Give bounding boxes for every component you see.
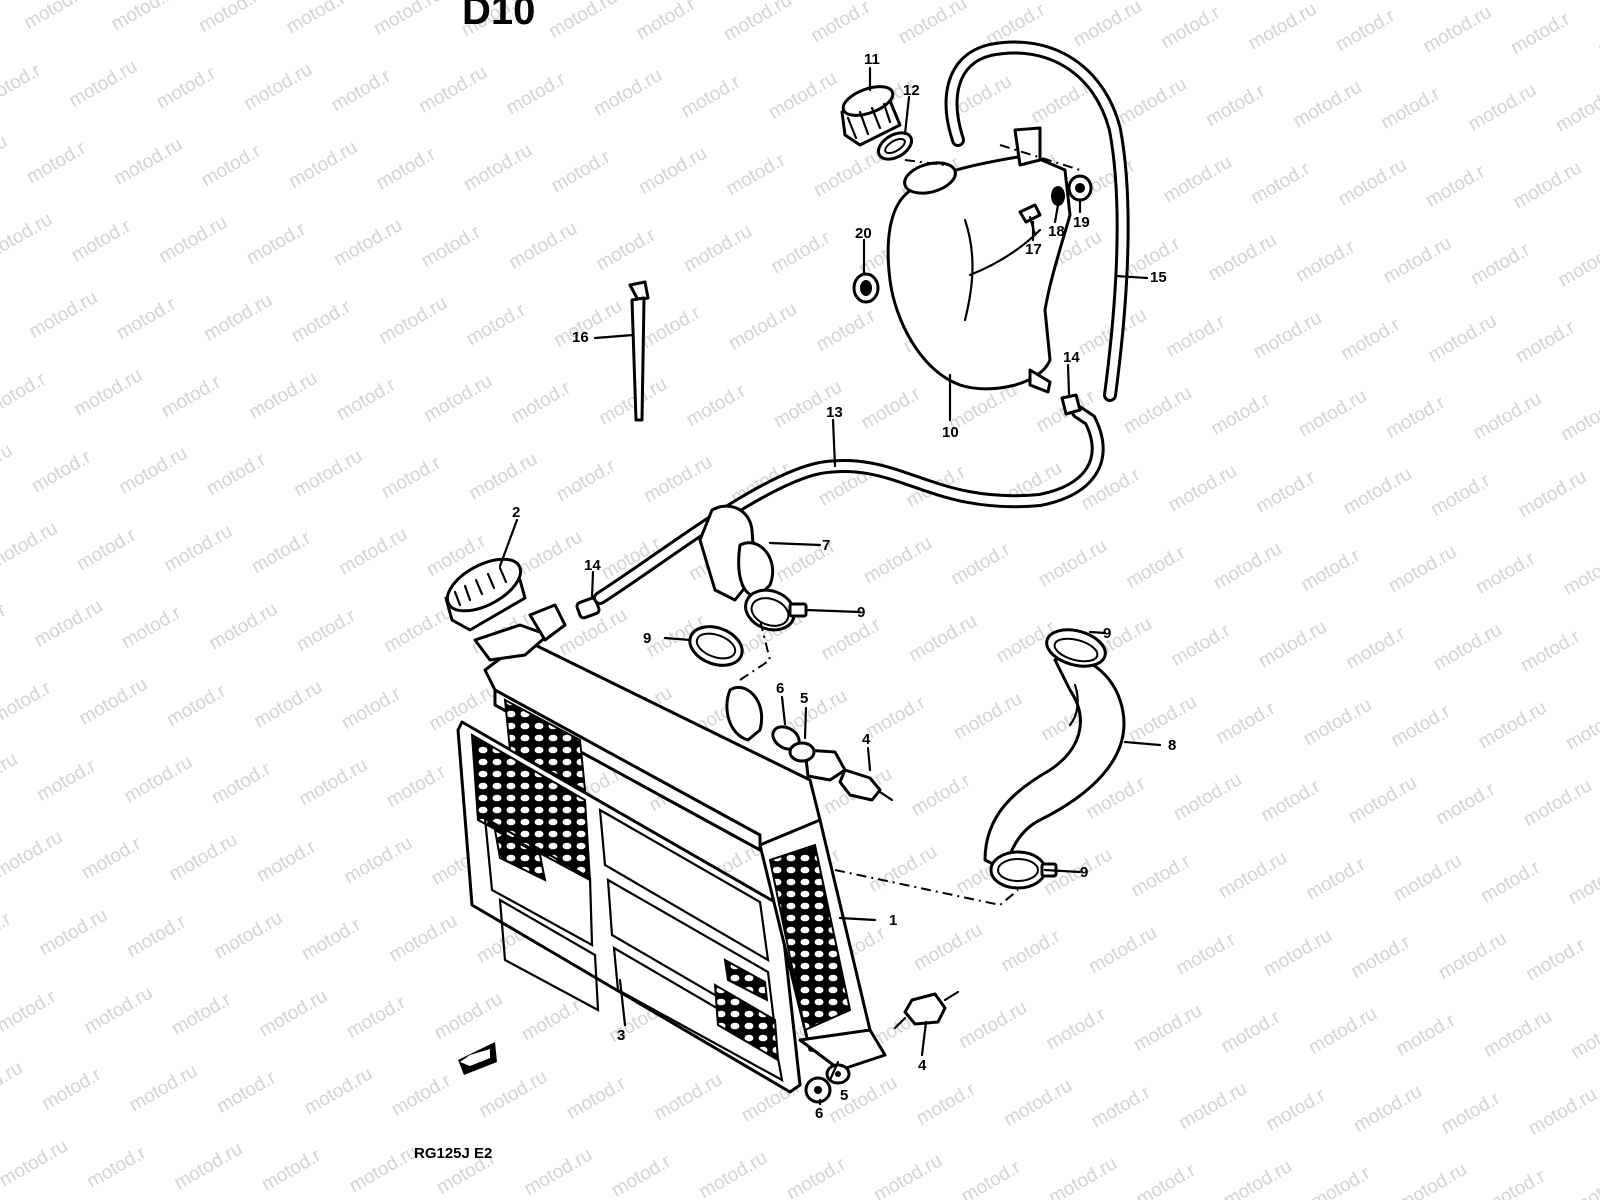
callout-labels: 1 2 3 4 4 5 5 6 6 7 8 9 9 9 9 10 11 12 1… bbox=[512, 51, 1176, 1122]
cap-gasket bbox=[876, 131, 914, 161]
breather-hose bbox=[593, 405, 1105, 605]
mount-grommet-upper bbox=[771, 725, 816, 763]
outlet-hose bbox=[983, 655, 1126, 872]
callout-9a: 9 bbox=[857, 604, 865, 621]
model-code: RG125J E2 bbox=[414, 1145, 492, 1162]
radiator-mount-lower bbox=[893, 990, 960, 1030]
mount-grommet-lower bbox=[804, 1063, 851, 1104]
leader-lines bbox=[498, 66, 1162, 1106]
callout-4b: 4 bbox=[918, 1057, 927, 1074]
callout-9d: 9 bbox=[1080, 864, 1088, 881]
hose-clamp-upper bbox=[744, 588, 808, 632]
hose-clamp-right-top bbox=[1045, 628, 1107, 668]
radiator-mount-upper bbox=[838, 768, 894, 802]
assembly-lines bbox=[739, 144, 1081, 907]
callout-5a: 5 bbox=[800, 690, 808, 707]
hose-clamp-right-bottom bbox=[989, 850, 1058, 890]
callout-20: 20 bbox=[855, 225, 872, 242]
callout-13: 13 bbox=[826, 404, 843, 421]
callout-2: 2 bbox=[512, 504, 520, 521]
overflow-hose bbox=[944, 40, 1130, 402]
grommet bbox=[852, 272, 880, 304]
callout-8: 8 bbox=[1168, 737, 1176, 754]
radiator-cap bbox=[444, 557, 527, 632]
callout-15: 15 bbox=[1150, 269, 1167, 286]
callout-5b: 5 bbox=[840, 1087, 848, 1104]
callout-9b: 9 bbox=[643, 630, 651, 647]
callout-3: 3 bbox=[617, 1027, 625, 1044]
callout-12: 12 bbox=[903, 82, 920, 99]
callout-14a: 14 bbox=[584, 557, 601, 574]
callout-7: 7 bbox=[822, 537, 830, 554]
callout-17: 17 bbox=[1025, 241, 1042, 258]
callout-10: 10 bbox=[942, 424, 959, 441]
hose-clamp-middle bbox=[688, 625, 744, 667]
callout-16: 16 bbox=[572, 329, 589, 346]
grommet-lower bbox=[575, 596, 601, 620]
callout-11: 11 bbox=[864, 51, 880, 68]
grommet-upper bbox=[1060, 393, 1082, 416]
reservoir-cap bbox=[840, 85, 902, 147]
callout-18: 18 bbox=[1048, 223, 1065, 240]
callout-1: 1 bbox=[889, 912, 897, 929]
dipstick bbox=[628, 280, 650, 422]
callout-9c: 9 bbox=[1103, 625, 1111, 642]
callout-19: 19 bbox=[1073, 214, 1090, 231]
diagram-header-code: D10 bbox=[462, 0, 535, 33]
callout-14b: 14 bbox=[1063, 349, 1080, 366]
callout-4a: 4 bbox=[862, 731, 871, 748]
radiator bbox=[473, 603, 887, 1072]
front-arrow-icon bbox=[458, 1042, 497, 1075]
washer bbox=[1051, 174, 1093, 206]
callout-6b: 6 bbox=[815, 1105, 823, 1122]
callout-6a: 6 bbox=[776, 680, 784, 697]
inlet-hose bbox=[698, 504, 775, 742]
radiator-guard bbox=[456, 720, 802, 1094]
